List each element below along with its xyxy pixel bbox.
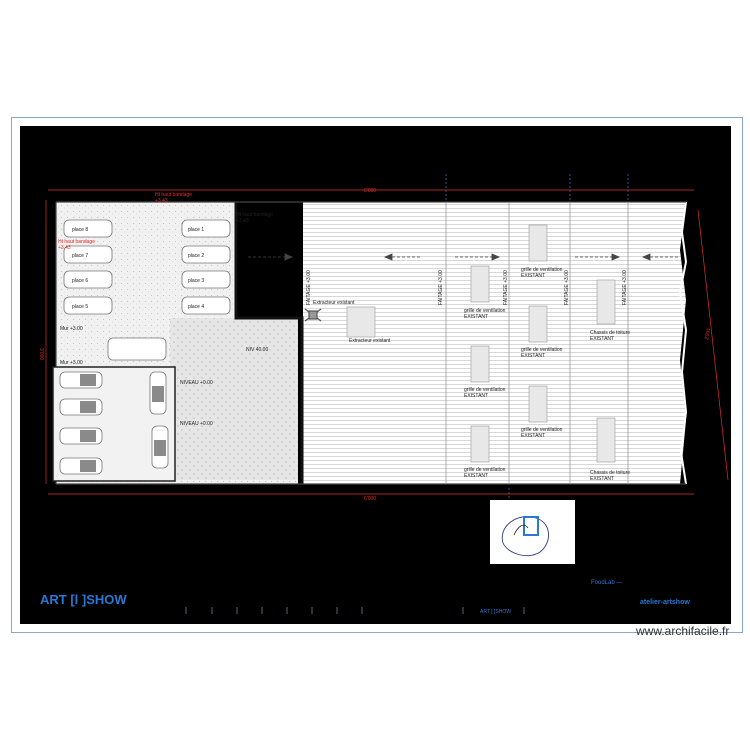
divider-wall bbox=[234, 202, 304, 484]
label-mur-lower: Mur +3.00 bbox=[60, 360, 83, 366]
dim-left: 3'000 bbox=[38, 348, 44, 360]
dim-bottom-total: 6'000 bbox=[364, 496, 376, 502]
title-block-ticks bbox=[185, 607, 525, 614]
parking-place-label: place 8 bbox=[72, 227, 88, 233]
roof-edge bbox=[678, 201, 688, 485]
roof-ridges bbox=[445, 202, 629, 484]
label-extracteur-2: Extracteur existant bbox=[349, 338, 391, 344]
parking-place-label: place 7 bbox=[72, 253, 88, 259]
label-niv-c: NIVEAU +0.00 bbox=[180, 421, 213, 427]
label-niv-b: NIVEAU +0.00 bbox=[180, 380, 213, 386]
label-niv-a: NIV 40.00 bbox=[246, 347, 268, 353]
label-faitage-5: FAITAGE +3.00 bbox=[622, 270, 628, 305]
label-faitage-4: FAITAGE +3.00 bbox=[564, 270, 570, 305]
parking-place-label: place 3 bbox=[188, 278, 204, 284]
watermark: www.archifacile.fr bbox=[636, 624, 730, 638]
label-extracteur-1: Extracteur existant bbox=[313, 300, 355, 306]
dim-top-total: 6'000 bbox=[364, 188, 376, 194]
label-faitage-3: FAITAGE +3.00 bbox=[503, 270, 509, 305]
stamp-box bbox=[490, 500, 575, 564]
label-faitage-2: FAITAGE +3.00 bbox=[438, 270, 444, 305]
parking-place-label: place 4 bbox=[188, 304, 204, 310]
brand-footer-center: ART [ ]SHOW bbox=[480, 609, 511, 615]
label-ht-bandage-left: Ht haut bandage+3.43 bbox=[58, 239, 95, 251]
parking-place-label: place 1 bbox=[188, 227, 204, 233]
slope-arrows bbox=[248, 253, 680, 261]
parked-cars bbox=[59, 219, 231, 475]
brand-logo: ART [l ]SHOW bbox=[40, 592, 127, 607]
parking-place-label: place 6 bbox=[72, 278, 88, 284]
dim-right: 2'931 bbox=[704, 327, 712, 340]
roof-area bbox=[303, 202, 686, 484]
roof-equipment bbox=[346, 224, 616, 463]
label-faitage-1: FAITAGE +3.00 bbox=[306, 270, 312, 305]
project-name: FoodLab — bbox=[591, 580, 622, 586]
dimension-lines bbox=[45, 189, 729, 495]
parking-place-label: place 5 bbox=[72, 304, 88, 310]
parking-place-label: place 2 bbox=[188, 253, 204, 259]
stamp-logo bbox=[501, 516, 549, 557]
label-mur-left: Mur +3.00 bbox=[60, 326, 83, 332]
extractor-fan bbox=[304, 308, 322, 322]
car-roofs bbox=[80, 374, 166, 472]
label-ht-bandage-top: Ht haut bandage+3.43 bbox=[155, 192, 192, 204]
label-ht-bandage-right: Ht haut bandage+3.43 bbox=[236, 212, 273, 224]
brand-site: atelier-artshow bbox=[640, 599, 690, 606]
driveway bbox=[170, 318, 298, 480]
construction-lines bbox=[445, 174, 629, 505]
